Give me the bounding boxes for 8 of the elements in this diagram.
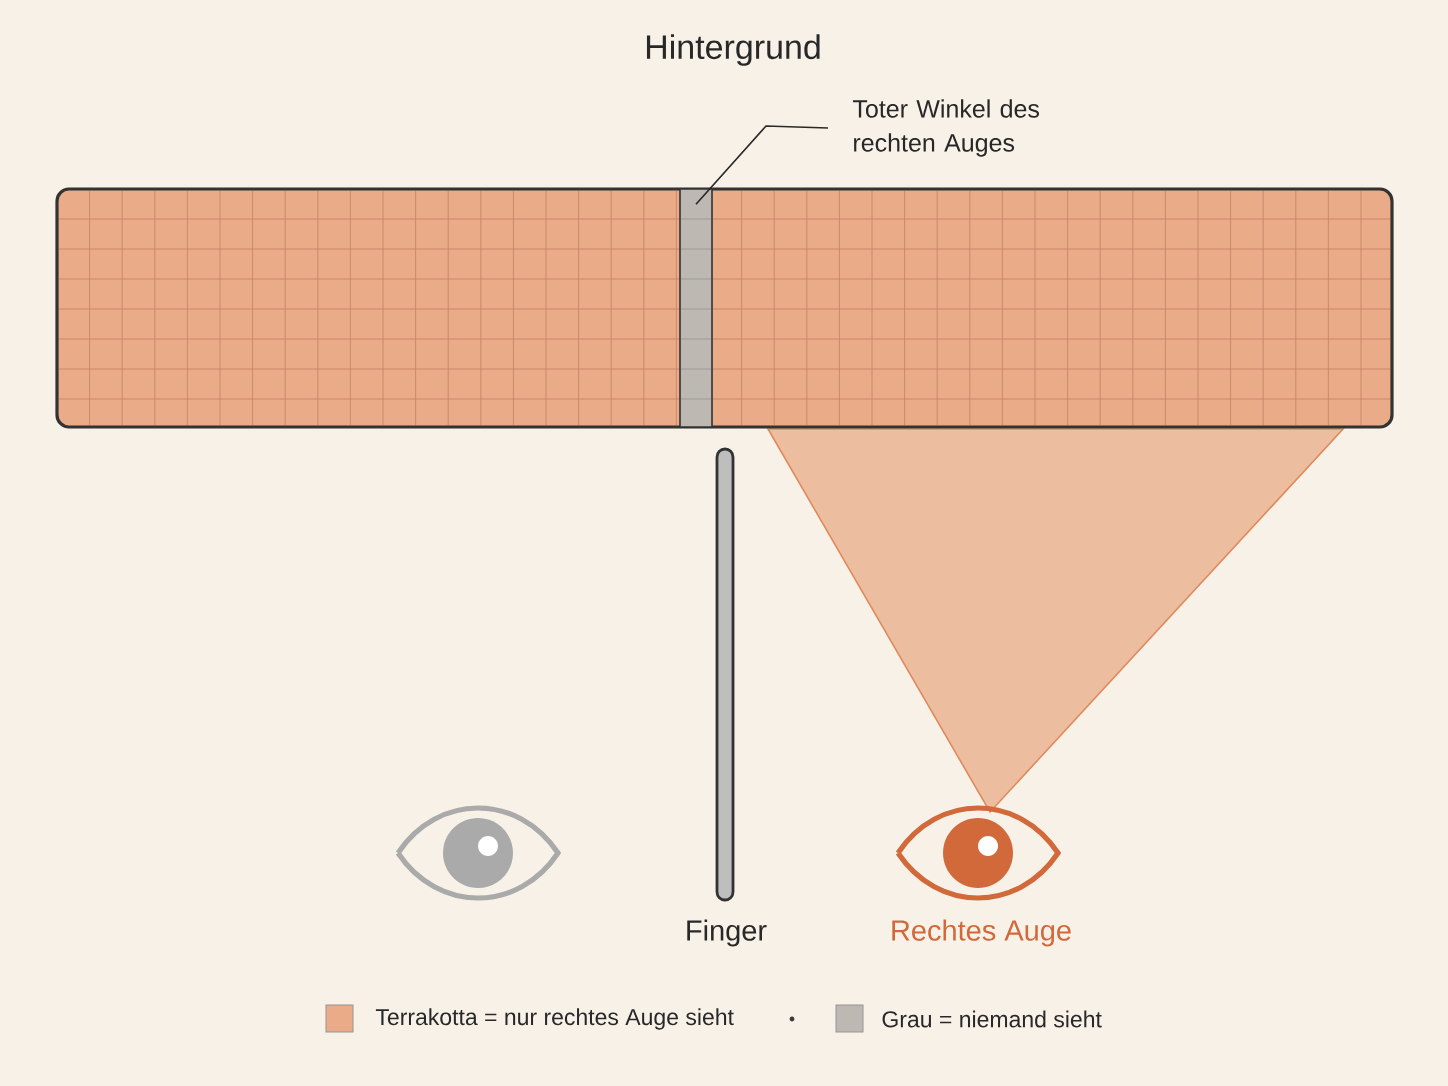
callout-text: Toter Winkel des rechten Auges — [852, 99, 1040, 157]
leader-line — [695, 125, 829, 205]
finger-label: Finger — [687, 919, 767, 947]
legend-text: Terrakotta = nur rechtes Auge sieht — [375, 1008, 734, 1030]
title: Hintergrund — [646, 34, 820, 66]
legend-text: Grau = niemand sieht — [882, 1010, 1102, 1028]
eye-label: Rechtes Auge — [892, 919, 1071, 947]
blind-spot-strip — [679, 188, 713, 428]
